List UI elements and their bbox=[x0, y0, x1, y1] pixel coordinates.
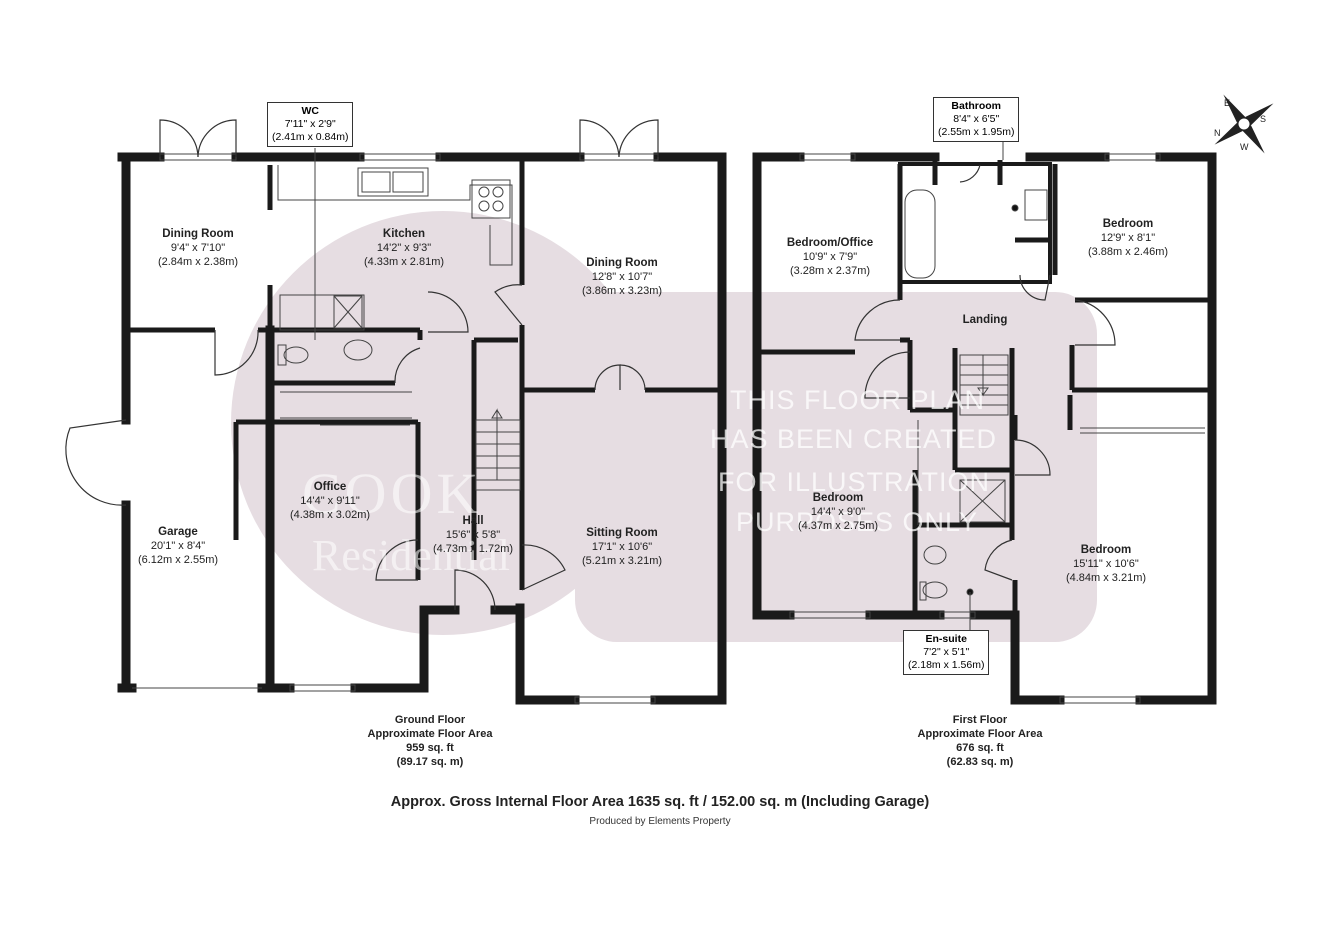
watermark-line-4: PURPOSES ONLY bbox=[736, 507, 979, 537]
ensuite-callout: En-suite 7'2" x 5'1" (2.18m x 1.56m) bbox=[903, 630, 990, 675]
compass-n: N bbox=[1214, 128, 1221, 138]
watermark-line-1: THIS FLOOR PLAN bbox=[730, 385, 986, 415]
room-hall: Hall 15'6" x 5'8" (4.73m x 1.72m) bbox=[432, 515, 514, 555]
first-floor-caption: First Floor Approximate Floor Area 676 s… bbox=[917, 714, 1043, 768]
wc-callout: WC 7'11" x 2'9" (2.41m x 0.84m) bbox=[267, 102, 354, 147]
bathroom-callout: Bathroom 8'4" x 6'5" (2.55m x 1.95m) bbox=[933, 97, 1020, 142]
first-floor-details bbox=[789, 140, 1205, 704]
first-floor-internal-walls bbox=[757, 160, 1212, 615]
compass-rose bbox=[1214, 94, 1274, 154]
room-name: WC bbox=[301, 105, 319, 117]
compass-e: E bbox=[1224, 98, 1231, 108]
compass-s: S bbox=[1260, 114, 1267, 124]
room-dining-room-1: Dining Room 9'4" x 7'10" (2.84m x 2.38m) bbox=[157, 228, 239, 268]
ground-floor-walls bbox=[117, 152, 727, 705]
room-bedroom-2: Bedroom 12'9" x 8'1" (3.88m x 2.46m) bbox=[1087, 218, 1169, 258]
watermark-logo-name: COOK bbox=[302, 461, 483, 526]
room-imperial: 7'11" x 2'9" bbox=[284, 118, 336, 130]
first-floor-walls bbox=[752, 152, 1217, 705]
ground-floor-caption: Ground Floor Approximate Floor Area 959 … bbox=[367, 714, 493, 768]
ground-floor-doors bbox=[65, 119, 659, 611]
room-office: Office 14'4" x 9'11" (4.38m x 3.02m) bbox=[289, 481, 371, 521]
room-bedroom-4: Bedroom 15'11" x 10'6" (4.84m x 3.21m) bbox=[1065, 544, 1147, 584]
watermark-line-3: FOR ILLUSTRATION bbox=[718, 467, 991, 497]
room-kitchen: Kitchen 14'2" x 9'3" (4.33m x 2.81m) bbox=[363, 228, 445, 268]
room-garage: Garage 20'1" x 8'4" (6.12m x 2.55m) bbox=[137, 526, 219, 566]
room-bedroom-3: Bedroom 14'4" x 9'0" (4.37m x 2.75m) bbox=[797, 492, 879, 532]
room-metric: (2.41m x 0.84m) bbox=[272, 131, 349, 143]
room-sitting-room: Sitting Room 17'1" x 10'6" (5.21m x 3.21… bbox=[581, 527, 663, 567]
room-bedroom-office: Bedroom/Office 10'9" x 7'9" (3.28m x 2.3… bbox=[786, 237, 874, 277]
gross-floor-area: Approx. Gross Internal Floor Area 1635 s… bbox=[390, 794, 930, 810]
room-dining-room-2: Dining Room 12'8" x 10'7" (3.86m x 3.23m… bbox=[581, 257, 663, 297]
watermark-line-2: HAS BEEN CREATED bbox=[710, 424, 998, 454]
room-landing: Landing bbox=[962, 314, 1008, 326]
compass-w: W bbox=[1240, 142, 1249, 152]
first-floor-doors bbox=[854, 164, 1116, 581]
produced-by-credit: Produced by Elements Property bbox=[589, 816, 731, 827]
watermark-logo-sub: Residential bbox=[312, 531, 510, 580]
watermark-shape bbox=[231, 211, 1097, 642]
